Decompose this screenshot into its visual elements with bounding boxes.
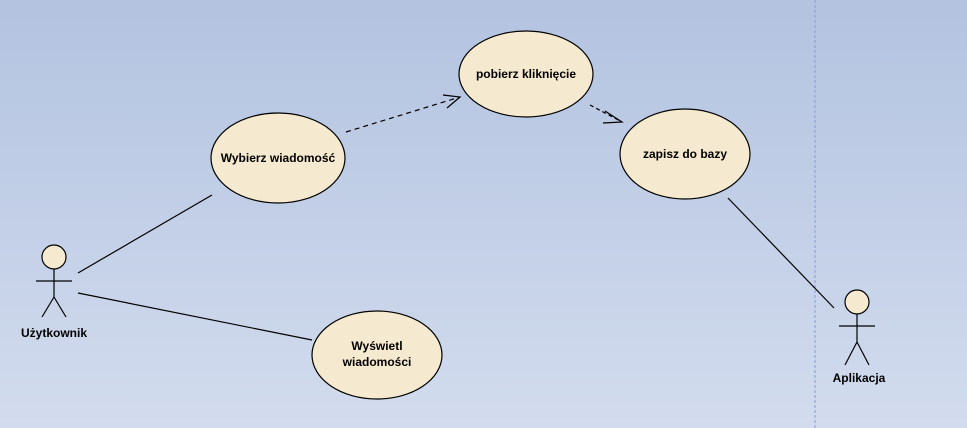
usecase-label: zapisz do bazy [643, 147, 727, 161]
actor-uzytkownik[interactable]: Użytkownik [21, 244, 87, 340]
usecase-label: Wyświetl [351, 339, 402, 353]
actor-head-icon [844, 289, 870, 315]
association-uzytkownik-wyswietl [77, 292, 313, 341]
usecase-wyswietl-wiadomosci[interactable]: Wyświetl wiadomości [311, 310, 443, 400]
actor-label: Aplikacja [833, 371, 886, 385]
usecase-zapisz-do-bazy[interactable]: zapisz do bazy [619, 108, 751, 200]
dependency-wybierz-pobierz [345, 94, 462, 133]
actor-aplikacja[interactable]: Aplikacja [833, 289, 886, 385]
actor-head-icon [41, 244, 67, 270]
usecase-wybierz-wiadomosc[interactable]: Wybierz wiadomość [210, 112, 346, 204]
usecase-label: pobierz kliknięcie [476, 67, 576, 81]
dependency-pobierz-zapisz [589, 104, 624, 124]
usecase-label: Wybierz wiadomość [221, 151, 336, 165]
actor-label: Użytkownik [21, 326, 87, 340]
usecase-label: wiadomości [342, 355, 412, 369]
usecase-pobierz-klikniecie[interactable]: pobierz kliknięcie [458, 30, 594, 118]
association-uzytkownik-wybierz [77, 194, 213, 274]
association-zapisz-aplikacja [727, 197, 835, 309]
